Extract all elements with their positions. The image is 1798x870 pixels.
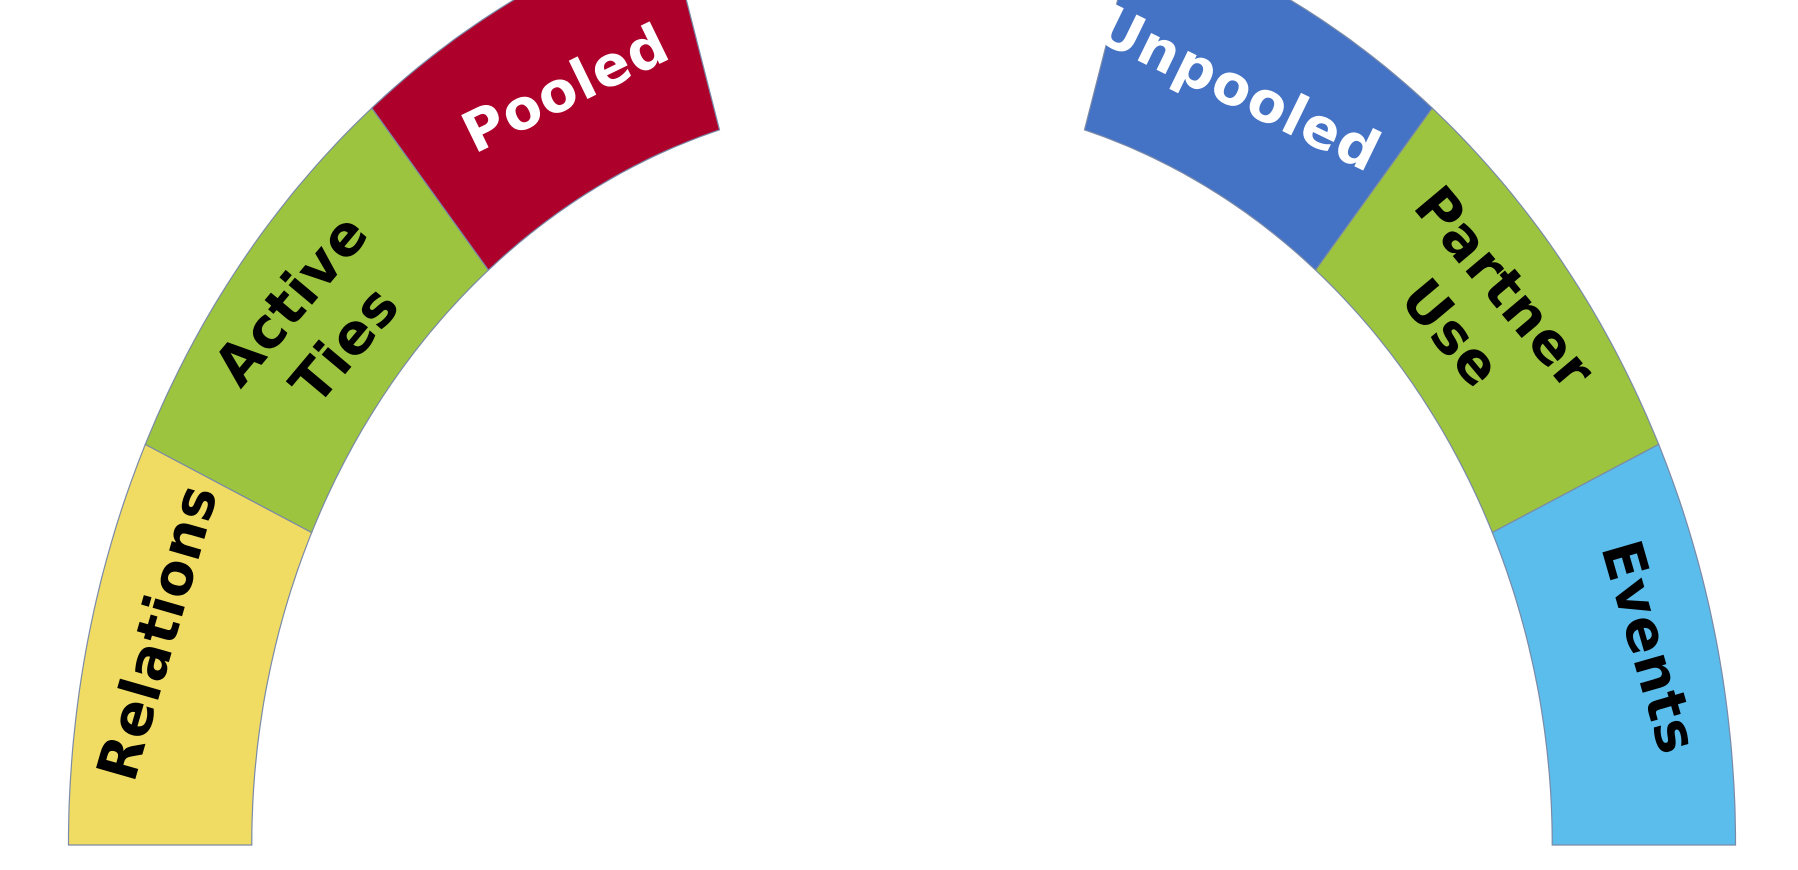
segment-events <box>1491 443 1737 846</box>
segment-pooled <box>371 0 721 272</box>
segments-layer <box>67 0 1737 846</box>
